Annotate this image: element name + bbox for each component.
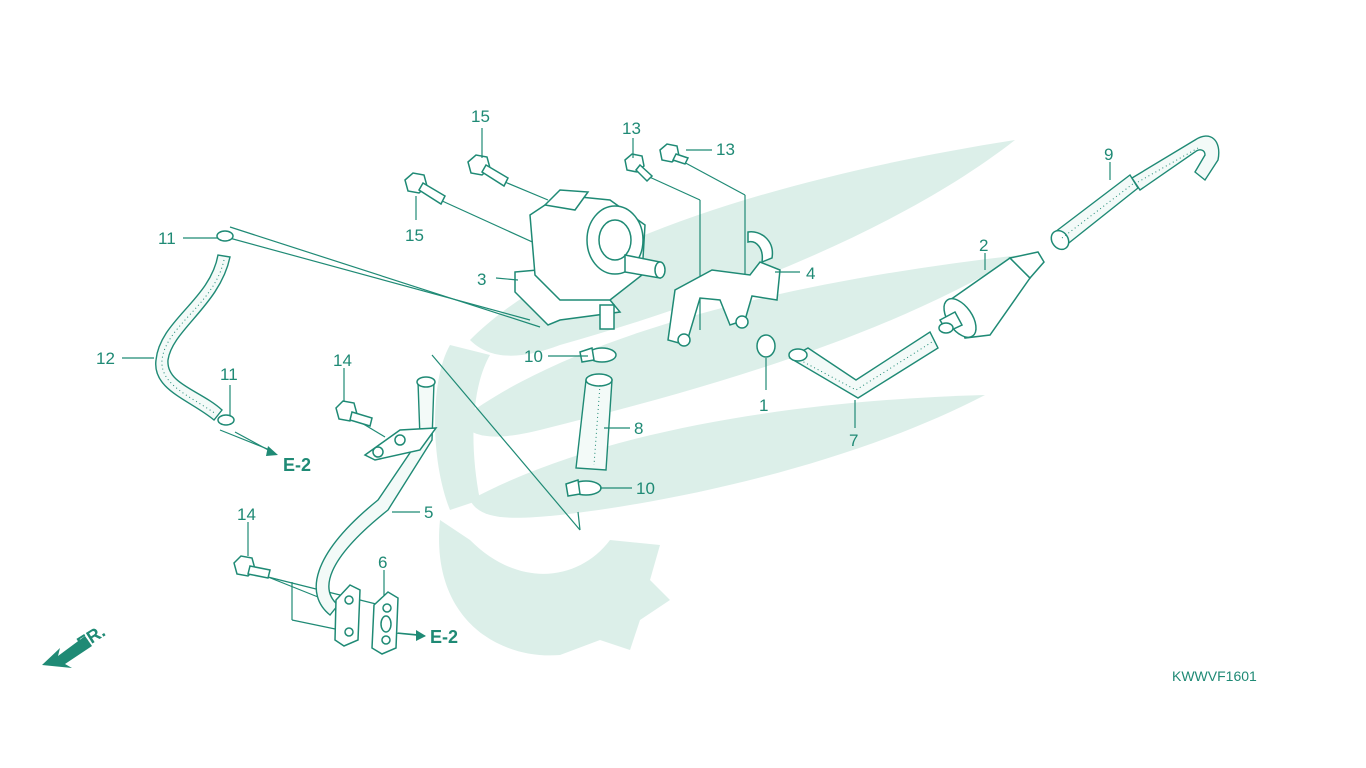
arrow-to-ref-lower — [397, 630, 426, 641]
part-12-hose — [155, 230, 235, 426]
callout-15-lower: 15 — [405, 226, 424, 245]
part-4-bracket — [667, 231, 781, 347]
callout-5: 5 — [424, 503, 433, 522]
callout-14-lower: 14 — [237, 505, 256, 524]
arrow-to-ref-upper — [234, 431, 278, 456]
part-14-bolt-lower — [233, 555, 271, 579]
callout-6: 6 — [378, 553, 387, 572]
callout-11-lower: 11 — [220, 365, 238, 384]
callout-3: 3 — [477, 270, 486, 289]
callout-12: 12 — [96, 349, 115, 368]
part-6-gasket — [371, 591, 399, 655]
callout-10-upper: 10 — [524, 347, 543, 366]
part-10-clamp-lower — [565, 479, 602, 497]
part-5-pipe — [315, 376, 438, 616]
callout-13-right: 13 — [716, 140, 735, 159]
callout-lines — [122, 128, 1111, 596]
diagram-code: KWWVF1601 — [1172, 668, 1257, 684]
callout-labels: 1 2 3 4 5 6 7 8 9 10 10 11 11 12 13 13 1… — [96, 107, 1113, 572]
callout-11-upper: 11 — [158, 229, 176, 248]
callout-14-upper: 14 — [333, 351, 352, 370]
part-8-tube — [575, 373, 613, 471]
reference-e2-upper: E-2 — [283, 455, 311, 475]
callout-9: 9 — [1104, 145, 1113, 164]
part-13-bolt-left — [624, 153, 654, 183]
part-1-ring — [756, 334, 776, 358]
reference-e2-lower: E-2 — [430, 627, 458, 647]
callout-2: 2 — [979, 236, 988, 255]
front-arrow-icon — [42, 636, 92, 668]
part-5-flange — [334, 584, 361, 647]
part-10-clamp-upper — [579, 347, 617, 363]
callout-13-left: 13 — [622, 119, 641, 138]
callout-8: 8 — [634, 419, 643, 438]
part-2-filter — [938, 251, 1045, 339]
callout-10-lower: 10 — [636, 479, 655, 498]
part-15-bolt-lower — [404, 172, 446, 206]
part-13-bolt-right — [659, 143, 690, 165]
watermark-logo — [435, 140, 1020, 656]
callout-7: 7 — [849, 431, 858, 450]
part-14-bolt-upper — [335, 400, 373, 427]
part-3-valve-body — [514, 189, 666, 330]
callout-15-upper: 15 — [471, 107, 490, 126]
part-15-bolt-upper — [467, 154, 509, 188]
part-9-hose — [1050, 135, 1220, 251]
callout-4: 4 — [806, 264, 815, 283]
callout-1: 1 — [759, 396, 768, 415]
part-7-hose — [788, 330, 939, 399]
